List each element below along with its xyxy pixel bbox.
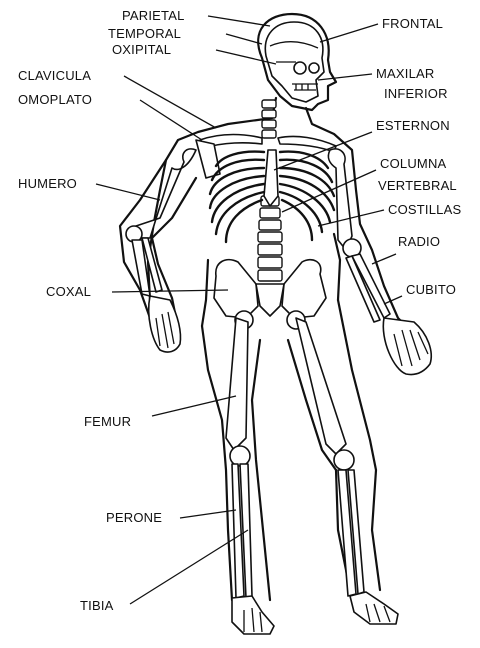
label-oxipital: OXIPITAL bbox=[112, 42, 171, 57]
label-parietal: PARIETAL bbox=[122, 8, 185, 23]
label-femur: FEMUR bbox=[84, 414, 131, 429]
label-omoplato: OMOPLATO bbox=[18, 92, 92, 107]
leader-frontal bbox=[320, 24, 378, 42]
leader-temporal bbox=[226, 34, 262, 44]
skull bbox=[265, 22, 324, 102]
label-cubito: CUBITO bbox=[406, 282, 456, 297]
label-maxilar-1: MAXILAR bbox=[376, 66, 434, 81]
label-radio: RADIO bbox=[398, 234, 440, 249]
label-humero: HUMERO bbox=[18, 176, 77, 191]
leader-parietal bbox=[208, 16, 270, 26]
leader-maxilar bbox=[318, 74, 372, 80]
label-temporal: TEMPORAL bbox=[108, 26, 181, 41]
label-costillas: COSTILLAS bbox=[388, 202, 461, 217]
leader-omoplato bbox=[140, 100, 202, 140]
left-leg bbox=[226, 318, 274, 634]
label-clavicula: CLAVICULA bbox=[18, 68, 91, 83]
label-maxilar-2: INFERIOR bbox=[384, 86, 448, 101]
label-perone: PERONE bbox=[106, 510, 162, 525]
leader-humero bbox=[96, 184, 160, 200]
label-columna-1: COLUMNA bbox=[380, 156, 447, 171]
leader-clavicula bbox=[124, 76, 216, 128]
right-leg bbox=[296, 318, 398, 624]
label-tibia: TIBIA bbox=[80, 598, 114, 613]
leader-femur bbox=[152, 396, 236, 416]
label-coxal: COXAL bbox=[46, 284, 91, 299]
label-esternon: ESTERNON bbox=[376, 118, 450, 133]
label-columna-2: VERTEBRAL bbox=[378, 178, 457, 193]
label-frontal: FRONTAL bbox=[382, 16, 443, 31]
leader-cubito bbox=[384, 296, 402, 304]
